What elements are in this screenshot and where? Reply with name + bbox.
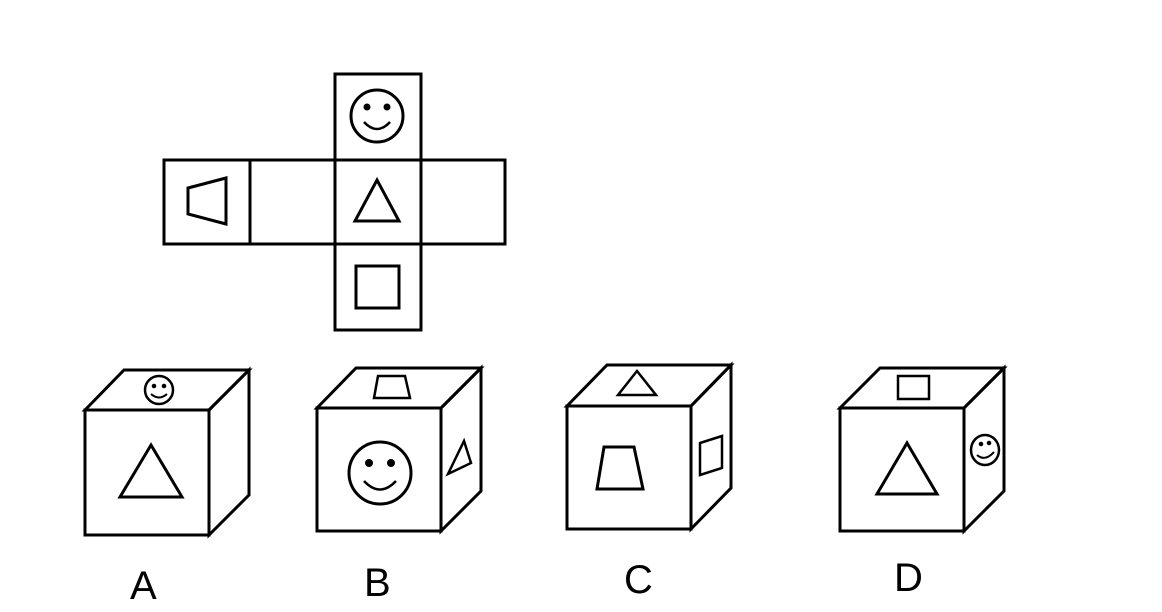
net-face-top: [333, 72, 423, 162]
option-cube-a[interactable]: [81, 366, 253, 539]
triangle-icon: [352, 176, 402, 223]
option-cube-d[interactable]: [836, 364, 1008, 535]
smiley-icon: [349, 88, 405, 144]
smiley-icon: [347, 440, 413, 506]
square-icon: [698, 434, 724, 477]
cube-front-face: [83, 408, 211, 537]
square-icon: [354, 264, 401, 310]
trapezoid-icon: [186, 176, 228, 226]
trapezoid-icon: [595, 445, 645, 491]
cube-front-face: [838, 406, 966, 533]
cube-side-face: [207, 366, 251, 539]
square-icon: [896, 374, 931, 401]
option-label-b: B: [364, 561, 391, 605]
net-face-right: [419, 158, 507, 246]
cube-front-face: [315, 406, 443, 533]
option-label-c: C: [624, 558, 653, 602]
cube-front-face: [565, 404, 693, 531]
option-label-a: A: [130, 564, 157, 608]
triangle-icon: [874, 440, 940, 496]
triangle-icon: [615, 368, 659, 397]
cube-top-face: [313, 366, 485, 410]
triangle-icon: [117, 442, 185, 499]
net-face-bottom: [333, 242, 423, 332]
net-face-center: [333, 158, 423, 246]
net-face-left-far: [162, 158, 252, 246]
cube-top-face: [81, 368, 253, 412]
option-cube-c[interactable]: [563, 361, 735, 533]
option-label-d: D: [894, 556, 923, 600]
cube-side-face: [689, 361, 733, 533]
triangle-icon: [445, 437, 473, 477]
cube-top-face: [836, 366, 1008, 410]
option-cube-b[interactable]: [313, 364, 485, 535]
net-face-left: [248, 158, 337, 246]
trapezoid-icon: [372, 374, 412, 400]
cube-net: [162, 72, 507, 332]
smiley-icon: [143, 374, 175, 406]
smiley-icon: [969, 433, 1001, 467]
